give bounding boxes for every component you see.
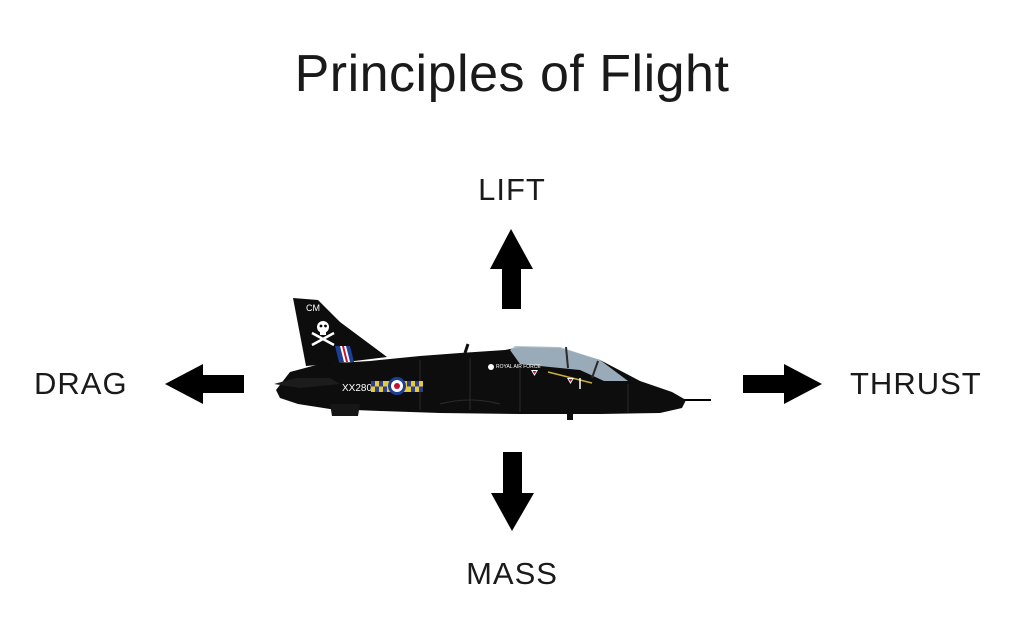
diagram-title: Principles of Flight xyxy=(294,45,730,103)
fin-flash xyxy=(335,346,354,362)
lift-label: LIFT xyxy=(478,172,546,207)
serial-number: XX280 xyxy=(342,383,372,394)
drag-arrow xyxy=(165,364,244,404)
skull-crossbones-icon xyxy=(311,321,335,347)
drag-label: DRAG xyxy=(34,366,128,401)
aircraft: CM XX280 ROYAL AIR FORCE xyxy=(274,298,711,420)
tail-code: CM xyxy=(306,303,320,313)
raf-roundel-icon xyxy=(388,377,406,395)
lift-arrow xyxy=(490,229,533,309)
raf-logo: ROYAL AIR FORCE xyxy=(488,364,541,370)
mass-arrow xyxy=(491,452,534,531)
mass-label: MASS xyxy=(466,556,558,591)
thrust-arrow xyxy=(743,364,822,404)
raf-logo-text: ROYAL AIR FORCE xyxy=(496,364,541,370)
thrust-label: THRUST xyxy=(850,366,982,401)
